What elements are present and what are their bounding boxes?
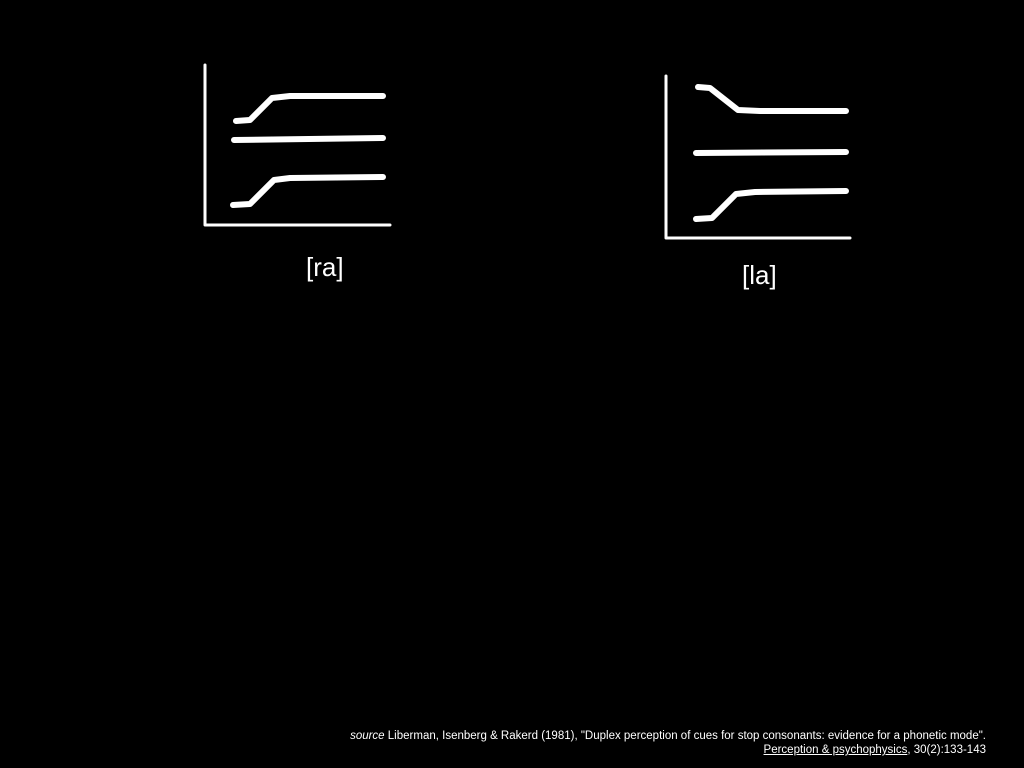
la-label: [la] xyxy=(742,260,777,290)
source-citation: source Liberman, Isenberg & Rakerd (1981… xyxy=(350,729,986,757)
la-formant-1 xyxy=(693,188,849,222)
ra-label: [ra] xyxy=(306,252,344,282)
citation-volume-pages: , 30(2):133-143 xyxy=(907,744,986,756)
ra-axes xyxy=(203,63,392,227)
citation-journal-link[interactable]: Perception & psychophysics xyxy=(763,744,908,756)
la-axes xyxy=(664,74,852,240)
citation-line-1: source Liberman, Isenberg & Rakerd (1981… xyxy=(350,729,986,743)
ra-formant-1 xyxy=(230,174,386,208)
ra-spectrogram xyxy=(203,63,392,227)
la-formant-3 xyxy=(695,84,849,114)
citation-authors-title: Liberman, Isenberg & Rakerd (1981), "Dup… xyxy=(384,730,986,742)
citation-line-2: Perception & psychophysics, 30(2):133-14… xyxy=(350,743,986,757)
ra-formant-2 xyxy=(231,135,386,143)
la-spectrogram xyxy=(664,74,852,240)
ra-formant-3 xyxy=(233,93,386,124)
citation-source-word: source xyxy=(350,730,385,742)
la-formant-2 xyxy=(693,149,849,156)
